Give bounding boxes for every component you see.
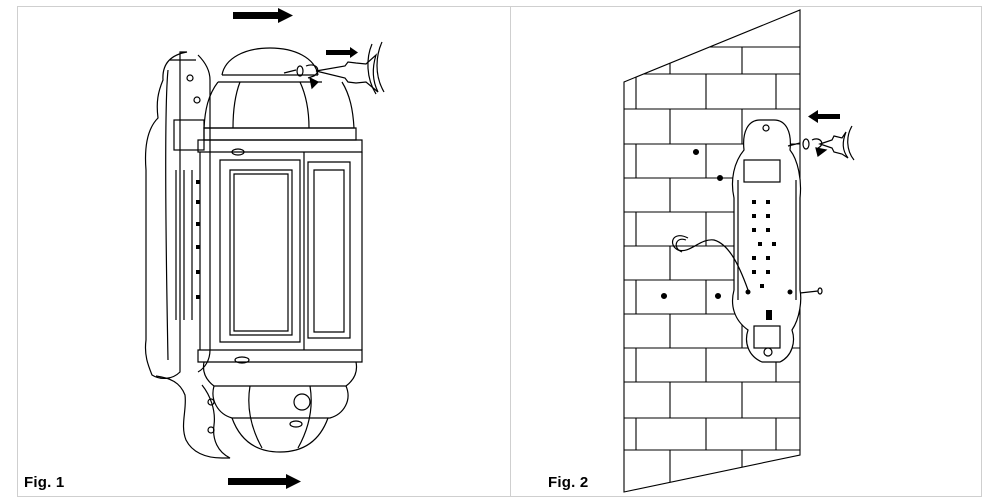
lantern-illustration xyxy=(144,41,385,459)
figure-2-label: Fig. 2 xyxy=(548,474,589,491)
direction-arrow-bottom xyxy=(228,474,301,489)
cable xyxy=(671,235,749,291)
mounting-plate xyxy=(731,119,802,363)
screw-and-screwdriver-fig2 xyxy=(787,110,855,295)
direction-arrow-top xyxy=(233,8,293,23)
brick-wall xyxy=(623,9,801,493)
figure-1-label: Fig. 1 xyxy=(24,474,65,491)
figure-2-panel xyxy=(510,6,982,497)
